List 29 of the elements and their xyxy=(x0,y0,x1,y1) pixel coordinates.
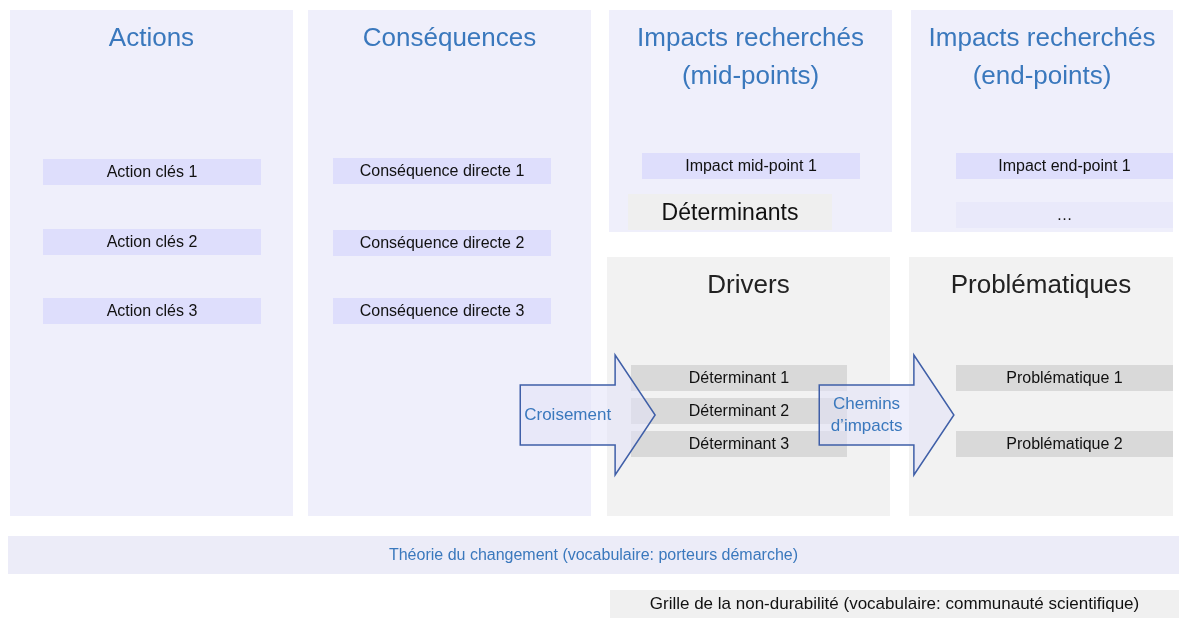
item-box: Action clés 2 xyxy=(43,229,261,255)
block-arrow xyxy=(818,352,955,478)
item-box: Problématique 2 xyxy=(956,431,1173,457)
item-box: Déterminant 1 xyxy=(631,365,847,391)
banner: Grille de la non-durabilité (vocabulaire: communauté scientifique) xyxy=(610,590,1179,618)
item-box: Conséquence directe 2 xyxy=(333,230,551,256)
item-box: Action clés 1 xyxy=(43,159,261,185)
item-box: … xyxy=(956,202,1173,228)
item-box: Déterminant 3 xyxy=(631,431,847,457)
edge-label: Croisement xyxy=(523,404,613,426)
panel-title: Impacts recherchés (mid-points) xyxy=(636,21,865,92)
item-box: Action clés 3 xyxy=(43,298,261,324)
item-box: Conséquence directe 3 xyxy=(333,298,551,324)
banner: Théorie du changement (vocabulaire: porteurs démarche) xyxy=(8,536,1179,574)
item-box: Conséquence directe 1 xyxy=(333,158,551,184)
column-panel xyxy=(909,257,1173,516)
panel-title: Drivers xyxy=(706,268,791,301)
panel-title: Conséquences xyxy=(361,21,538,54)
column-panel xyxy=(10,10,293,516)
panel-title: Actions xyxy=(107,21,196,54)
column-panel xyxy=(911,10,1173,232)
item-box: Impact mid-point 1 xyxy=(642,153,860,179)
item-box: Impact end-point 1 xyxy=(956,153,1173,179)
column-panel xyxy=(609,10,892,232)
block-arrow xyxy=(519,352,656,478)
heading-tag: Déterminants xyxy=(628,194,832,230)
panel-title: Problématiques xyxy=(949,268,1133,301)
panel-title: Impacts recherchés (end-points) xyxy=(927,21,1157,92)
item-box: Problématique 1 xyxy=(956,365,1173,391)
